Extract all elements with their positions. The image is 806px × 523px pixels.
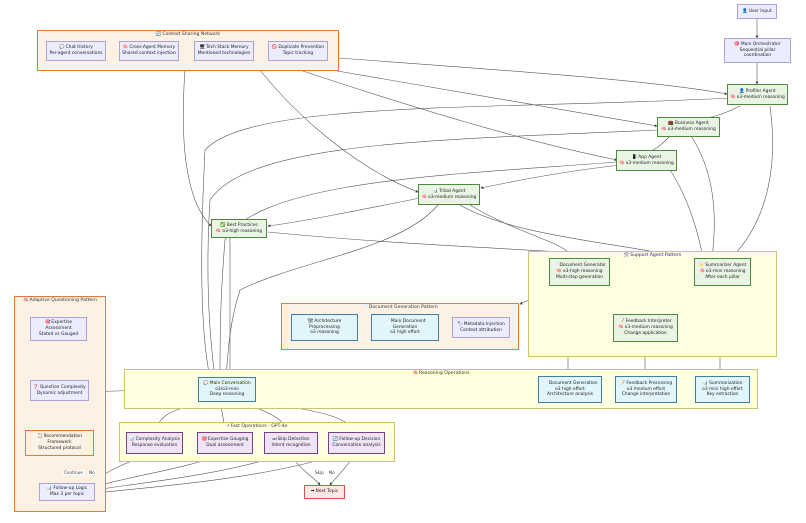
architecture-preprocessing-node[interactable]: 🏗Architecture Preprocessing o3 reasoning [291,314,358,341]
document-generation-title: 📄Document Generation Pattern [362,305,438,310]
op-document-generation-node[interactable]: 📄Document Generation o3 high effort Arch… [538,376,602,403]
clipboard-icon: 📋 [36,434,43,440]
briefcase-icon: 💼 [668,121,674,127]
support-agent-pattern-title: 🛠Support Agent Pattern [623,253,682,258]
edge-label-no-b: No [328,470,336,475]
chart-icon: 📊 [432,188,439,194]
brain-icon: 🧠 [618,325,624,331]
edge-context-profiler [337,57,728,96]
edge-context-tribal [259,69,419,193]
document-icon: 📄 [553,263,559,269]
feedback-icon: 📝 [619,380,626,386]
target-icon: 🎯 [734,41,740,47]
profiler-agent-node[interactable]: 👤Profiler Agent 🧠o3-medium reasoning [727,84,788,105]
chart-icon: 📊 [702,380,709,386]
expertise-assessment-node[interactable]: 🎯Expertise Assessment Stated vs Gauged [30,317,87,341]
edge-app-tribal [480,164,621,189]
cycle-icon: 🔄 [332,437,339,443]
skip-detection-node[interactable]: ⏭Skip Detection Intent recognition [264,432,318,454]
check-icon: ✅ [220,222,226,228]
metadata-injection-node[interactable]: 🏷Metadata Injection Context attribution [452,317,510,338]
computer-icon: 🖥 [199,45,205,51]
brain-icon: 🧠 [699,269,705,275]
target-icon: 🎯 [44,320,51,326]
adaptive-questioning-title: 🧠Adaptive Questioning Pattern [23,298,97,303]
cycle-icon: 🔄 [155,32,162,37]
chart-icon: 📊 [46,486,53,492]
context-sharing-network-title: 🔄Context Sharing Network [155,32,221,37]
lightning-icon: ⚡ [226,424,230,429]
app-agent-node[interactable]: 📱App Agent 🧠o3-medium reasoning [616,150,677,171]
tech-stack-memory-node[interactable]: 🖥Tech Stack Memory Mentioned technologie… [194,41,254,61]
feedback-processing-node[interactable]: 📝Feedback Processing o3 medium effort Ch… [615,376,677,403]
chart-icon: 📊 [129,437,135,443]
phone-icon: 📱 [631,154,638,160]
brain-icon: 🧠 [730,94,736,100]
reasoning-operations-title: 🧠Reasoning Operations [412,371,470,376]
feedback-interpreter-node[interactable]: 📝Feedback Interpreter 🧠o3-medium reasoni… [613,314,678,342]
target-icon: 🎯 [201,437,207,443]
document-icon: 📄 [362,305,368,310]
edge-context-best [182,69,212,227]
fast-operations-title: ⚡Fast Operations - GPT-4o [226,424,288,429]
feedback-icon: 📝 [619,319,625,325]
chat-icon: 💬 [203,380,209,386]
question-complexity-node[interactable]: ❓Question Complexity Dynamic adjustment [30,380,89,401]
tools-icon: 🛠 [623,253,630,258]
edge-tribal-best [267,197,421,228]
followup-decision-node[interactable]: 🔄Follow-up Decision Conversation analysi… [328,432,385,454]
brain-icon: 🧠 [661,127,667,132]
cross-agent-memory-node[interactable]: 🧠Cross-Agent Memory Shared context injec… [119,41,179,61]
business-agent-node[interactable]: 💼Business Agent 🧠o3-medium reasoning [657,117,720,137]
building-icon: 🏗 [307,318,314,324]
complexity-analysis-node[interactable]: 📊Complexity Analysis Response evaluation [126,432,183,454]
document-icon: 📄 [384,318,390,324]
user-icon: 👤 [742,8,748,14]
sparkle-icon: ✨ [698,263,705,269]
main-conversation-node[interactable]: 💬Main Conversation o3/o3-mini Deep reaso… [198,377,256,402]
edge-label-continue: Continue [63,470,84,475]
edge-profiler-summarizer [729,105,773,260]
brain-icon: 🧠 [412,371,418,376]
brain-icon: 🧠 [122,45,129,51]
main-document-generation-node[interactable]: 📄Main Document Generation o3 high effort [371,314,439,341]
duplicate-prevention-node[interactable]: 🚫Duplicate Prevention Topic tracking [268,41,328,61]
edge-label-no-a: No [88,470,96,475]
user-input-node[interactable]: 👤User Input [737,4,777,19]
main-orchestrator-node[interactable]: 🎯Main Orchestrator Sequential pillar coo… [724,38,791,63]
document-generator-node[interactable]: 📄Document Generator 🧠o3-high reasoning M… [549,258,610,286]
next-topic-node[interactable]: ➡Next Topic [304,485,345,499]
question-icon: ❓ [33,384,39,390]
best-practices-node[interactable]: ✅Best Practices 🧠o3-high reasoning [211,219,267,238]
block-icon: 🚫 [271,45,278,51]
person-icon: 👤 [739,88,745,94]
recommendation-framework-node[interactable]: 📋Recommendation Framework Structured pro… [25,430,94,456]
brain-icon: 🧠 [619,160,625,166]
summarization-node[interactable]: 📊Summarization o3 mini high effort Key e… [695,376,750,403]
brain-icon: 🧠 [23,298,29,303]
tag-icon: 🏷 [457,321,463,327]
summarizer-agent-node[interactable]: ✨Summarizer Agent 🧠o3-mini reasoning Aft… [694,258,751,286]
edge-label-skip: Skip [314,470,325,475]
brain-icon: 🧠 [421,194,428,200]
chat-icon: 💬 [59,45,65,51]
brain-icon: 🧠 [556,269,562,275]
edge-context-business [319,67,658,128]
document-icon: 📄 [542,380,548,386]
followup-logic-node[interactable]: 📊Follow-up Logic Max 3 per topic [39,483,95,501]
brain-icon: 🧠 [215,228,222,234]
edge-app-summarizer [669,169,705,260]
expertise-gauging-node[interactable]: 🎯Expertise Gauging Dual assessment [197,432,253,454]
tribal-agent-node[interactable]: 📊Tribal Agent 🧠o3-medium reasoning [418,184,480,205]
skip-icon: ⏭ [272,437,277,443]
edge-context-app [299,69,618,161]
chat-history-node[interactable]: 💬Chat History Per-agent conversations [46,41,106,61]
arrow-icon: ➡ [310,489,315,495]
edge-business-summarizer [689,133,715,260]
